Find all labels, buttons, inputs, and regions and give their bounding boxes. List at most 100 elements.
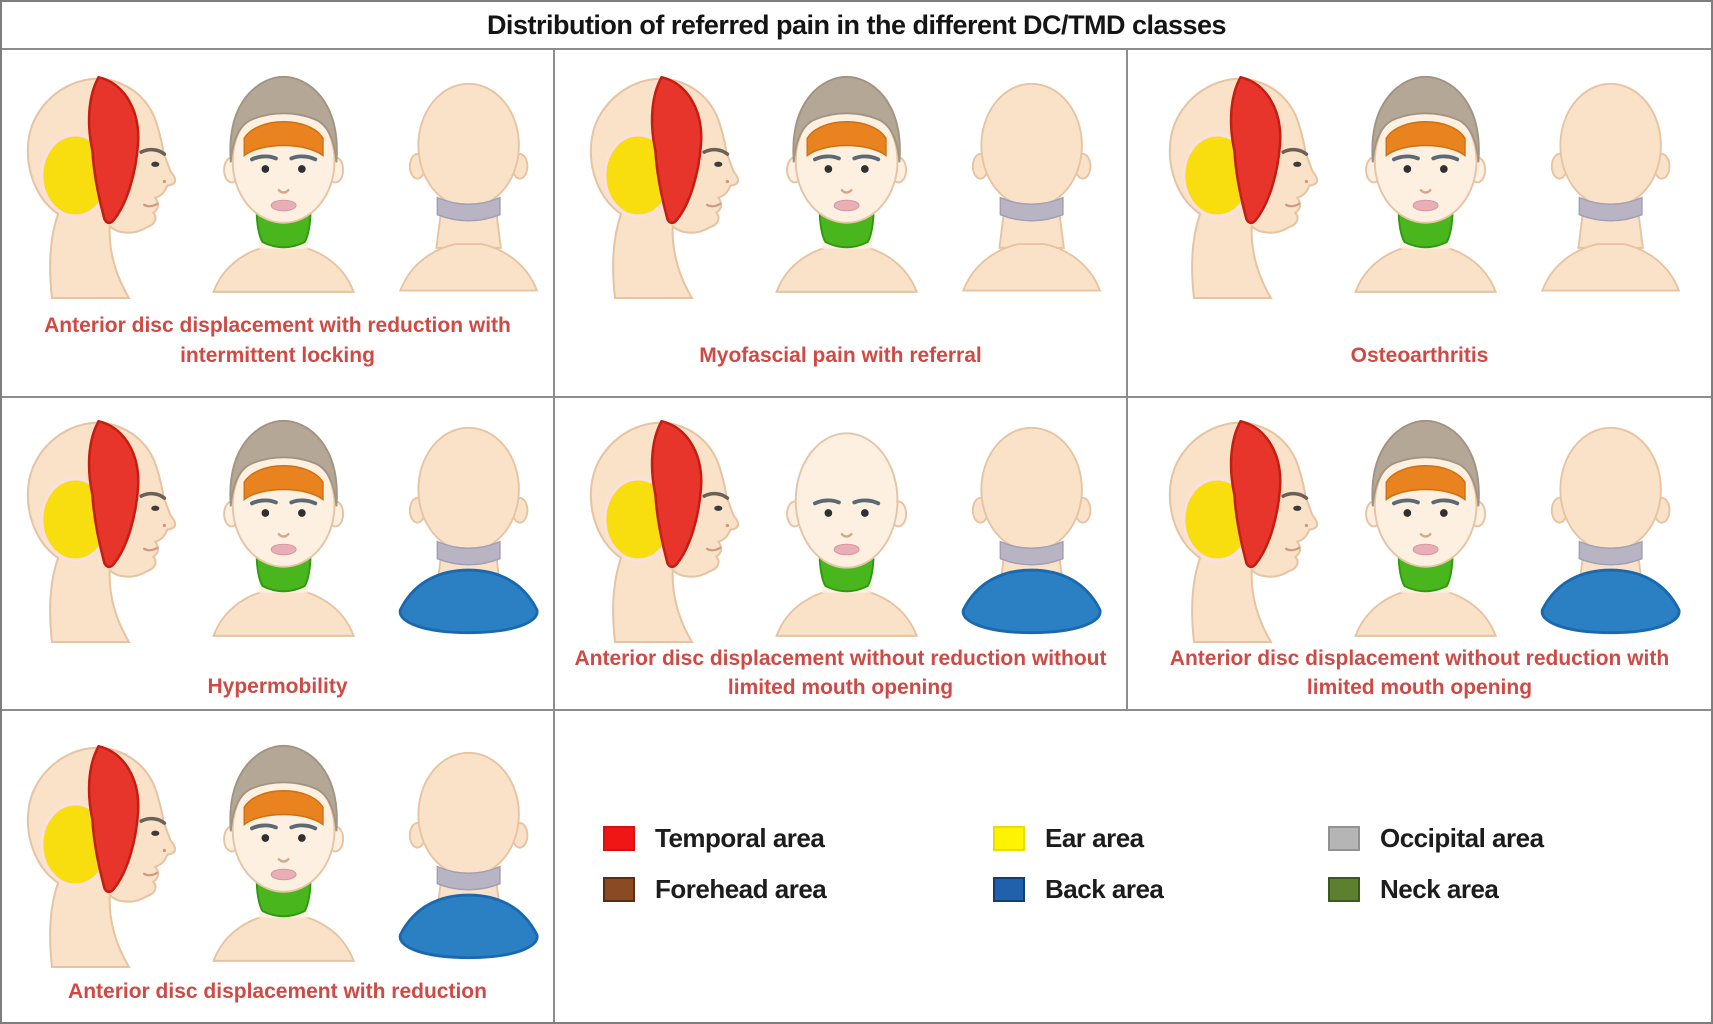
head-profile-view (26, 419, 176, 643)
head-profile-view (589, 75, 739, 299)
hair (228, 744, 338, 832)
forehead-area (243, 790, 324, 827)
back-area (1540, 568, 1680, 635)
back-area (398, 893, 538, 960)
figure-title: Distribution of referred pain in the dif… (2, 2, 1711, 50)
legend-swatch-forehead (603, 877, 635, 902)
nostril (725, 523, 729, 528)
eyebrow-left (249, 498, 278, 506)
class-label: Anterior disc displacement with reductio… (44, 314, 511, 367)
occipital-area (436, 865, 501, 891)
legend-item-ear: Ear area (993, 823, 1328, 854)
mouth (705, 546, 721, 552)
shoulders (211, 913, 355, 962)
mouth (1412, 199, 1439, 212)
dctmd-classes-grid: Anterior disc displacement with reductio… (2, 50, 1711, 1022)
heads-row (1144, 62, 1696, 300)
forehead-area (243, 465, 324, 502)
head-back-view (961, 82, 1101, 292)
eyebrow-right (288, 498, 317, 506)
back-area (398, 568, 538, 635)
eye-left (261, 834, 269, 842)
occipital-area (436, 196, 501, 222)
class-label: Anterior disc displacement with reductio… (68, 979, 487, 1003)
skull-back (416, 426, 520, 553)
head-back-view (398, 426, 538, 635)
class-cell-myofascial-pain-with-referral: Myofascial pain with referral (555, 50, 1128, 398)
eyebrow (1280, 491, 1308, 500)
eyebrow-right (1430, 498, 1459, 506)
legend-label: Forehead area (655, 874, 827, 904)
eye (713, 161, 722, 167)
heads-row (565, 62, 1117, 300)
mouth (1284, 202, 1300, 208)
occipital-area (999, 540, 1064, 566)
class-label: Hypermobility (207, 674, 348, 698)
face (794, 432, 898, 569)
heads-row (2, 731, 553, 969)
eye (150, 830, 159, 836)
class-cell-add-without-reduction-without-limited-mouth-opening: Anterior disc displacement without reduc… (555, 398, 1128, 711)
eyebrow (701, 147, 729, 156)
legend-label: Temporal area (655, 823, 825, 853)
eye-left (824, 165, 832, 173)
legend-swatch-back (993, 877, 1025, 902)
head-front-view (211, 744, 355, 962)
forehead-area (1385, 121, 1466, 158)
nose (277, 188, 290, 194)
mouth (270, 868, 297, 881)
class-label: Osteoarthritis (1350, 343, 1489, 367)
legend-label: Ear area (1045, 823, 1144, 853)
eye (1292, 161, 1301, 167)
eyebrow-right (851, 154, 880, 162)
shoulders (774, 588, 918, 637)
mouth (833, 199, 860, 212)
shoulders-back (398, 243, 538, 292)
eyebrow-right (1430, 154, 1459, 162)
legend-swatch-occipital (1328, 826, 1360, 851)
head-back-view (1540, 82, 1680, 292)
mouth (142, 871, 158, 877)
forehead-area (243, 121, 324, 158)
occipital-area (1578, 540, 1643, 566)
temporal-area (650, 419, 702, 569)
eyebrow (138, 491, 166, 500)
hair (1370, 75, 1480, 163)
occipital-area (1578, 196, 1643, 222)
legend-swatch-neck (1328, 877, 1360, 902)
skull-back (979, 426, 1083, 553)
eye (713, 505, 722, 511)
occipital-area (999, 196, 1064, 222)
skull-back (416, 751, 520, 878)
legend-item-temporal: Temporal area (603, 823, 993, 854)
shoulders-back (1540, 243, 1680, 292)
skull-back (1558, 426, 1662, 553)
eye-left (1403, 509, 1411, 517)
eyebrow-right (288, 823, 317, 831)
skull-back (1558, 82, 1662, 209)
class-label: Anterior disc displacement without reduc… (1169, 647, 1670, 700)
head-front-view (774, 432, 918, 637)
head-front-view (774, 75, 918, 293)
nostril (162, 179, 166, 184)
hair (228, 419, 338, 507)
hair (1370, 419, 1480, 507)
eye (150, 161, 159, 167)
eye-right (297, 834, 306, 842)
temporal-area (87, 419, 139, 569)
shoulders (1353, 244, 1497, 293)
legend-item-back: Back area (993, 874, 1328, 905)
head-profile-view (1168, 419, 1318, 643)
mouth (270, 199, 297, 212)
legend-label: Occipital area (1380, 823, 1544, 853)
eyebrow-left (812, 498, 841, 506)
mouth (1284, 546, 1300, 552)
shoulders-back (961, 243, 1101, 292)
nostril (725, 179, 729, 184)
mouth (142, 546, 158, 552)
class-cell-add-with-reduction: Anterior disc displacement with reductio… (2, 711, 555, 1022)
head-front-view (1353, 75, 1497, 293)
